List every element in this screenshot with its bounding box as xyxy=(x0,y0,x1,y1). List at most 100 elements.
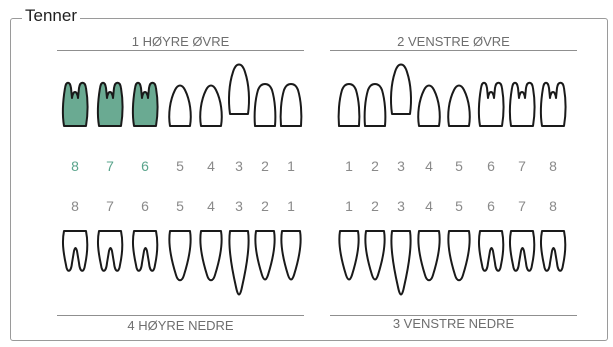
tooth-25[interactable] xyxy=(446,78,474,154)
tooth-number: 1 xyxy=(281,158,301,174)
tooth-number: 4 xyxy=(201,158,221,174)
upper-left-label: 2 VENSTRE ØVRE xyxy=(330,34,577,50)
tooth-24-shape xyxy=(418,86,440,127)
tooth-33-shape xyxy=(391,231,410,295)
tooth-27[interactable] xyxy=(509,78,537,154)
tooth-11-shape xyxy=(281,84,302,126)
tooth-number: 5 xyxy=(449,198,469,214)
tooth-46[interactable] xyxy=(132,225,160,301)
tooth-41[interactable] xyxy=(278,225,306,301)
tooth-17[interactable] xyxy=(97,78,125,154)
tooth-38[interactable] xyxy=(540,225,568,301)
tooth-45-shape xyxy=(169,231,190,280)
tooth-44[interactable] xyxy=(198,225,226,301)
tooth-23-shape xyxy=(391,65,411,115)
tooth-14[interactable] xyxy=(198,78,226,154)
tooth-number: 6 xyxy=(135,198,155,214)
tooth-number: 3 xyxy=(391,158,411,174)
tooth-number: 5 xyxy=(449,158,469,174)
tooth-number: 7 xyxy=(100,198,120,214)
tooth-number: 8 xyxy=(543,198,563,214)
tooth-48[interactable] xyxy=(62,225,90,301)
tooth-41-shape xyxy=(281,231,300,280)
tooth-23[interactable] xyxy=(388,64,416,140)
tooth-13-shape xyxy=(229,65,249,115)
tooth-number: 3 xyxy=(229,198,249,214)
tooth-number: 4 xyxy=(419,158,439,174)
tooth-43-shape xyxy=(229,231,248,295)
tooth-number: 7 xyxy=(512,158,532,174)
tooth-28[interactable] xyxy=(540,78,568,154)
tooth-12-shape xyxy=(255,84,276,126)
tooth-47-shape xyxy=(98,231,122,271)
tooth-25-shape xyxy=(448,86,470,127)
tooth-26-shape xyxy=(479,83,504,126)
tooth-32-shape xyxy=(365,231,384,280)
tooth-24[interactable] xyxy=(416,78,444,154)
tooth-number: 8 xyxy=(65,198,85,214)
tooth-45[interactable] xyxy=(167,225,195,301)
tooth-number: 5 xyxy=(170,158,190,174)
tooth-number: 8 xyxy=(65,158,85,174)
tooth-27-shape xyxy=(510,83,535,126)
tooth-36-shape xyxy=(479,231,503,271)
tooth-number: 3 xyxy=(391,198,411,214)
tooth-22-shape xyxy=(365,84,386,126)
tooth-number: 7 xyxy=(100,158,120,174)
tooth-36[interactable] xyxy=(478,225,506,301)
lower-right-label: 4 HØYRE NEDRE xyxy=(57,318,304,334)
tooth-37[interactable] xyxy=(509,225,537,301)
tooth-number: 5 xyxy=(170,198,190,214)
tooth-31-shape xyxy=(339,231,358,280)
lower-left-label: 3 VENSTRE NEDRE xyxy=(330,316,577,332)
tooth-16-shape xyxy=(133,83,158,126)
tooth-number: 4 xyxy=(419,198,439,214)
tooth-42[interactable] xyxy=(252,225,280,301)
tooth-22[interactable] xyxy=(362,78,390,154)
tooth-34[interactable] xyxy=(416,225,444,301)
tooth-32[interactable] xyxy=(362,225,390,301)
tooth-number: 8 xyxy=(543,158,563,174)
tooth-number: 6 xyxy=(481,158,501,174)
upper-left-rule xyxy=(330,50,577,51)
tooth-17-shape xyxy=(98,83,123,126)
tooth-33[interactable] xyxy=(388,225,416,301)
tooth-18-shape xyxy=(63,83,88,126)
tooth-15-shape xyxy=(169,86,191,127)
tooth-31[interactable] xyxy=(336,225,364,301)
tooth-26[interactable] xyxy=(478,78,506,154)
tooth-15[interactable] xyxy=(167,78,195,154)
tooth-16[interactable] xyxy=(132,78,160,154)
tooth-46-shape xyxy=(133,231,157,271)
tooth-44-shape xyxy=(200,231,221,280)
tooth-number: 2 xyxy=(255,198,275,214)
tooth-35[interactable] xyxy=(446,225,474,301)
tooth-11[interactable] xyxy=(278,78,306,154)
tooth-12[interactable] xyxy=(252,78,280,154)
upper-right-rule xyxy=(57,50,304,51)
tooth-43[interactable] xyxy=(226,225,254,301)
lower-right-rule xyxy=(57,315,304,316)
tooth-21-shape xyxy=(339,84,360,126)
tooth-21[interactable] xyxy=(336,78,364,154)
tooth-number: 3 xyxy=(229,158,249,174)
tooth-47[interactable] xyxy=(97,225,125,301)
tooth-number: 2 xyxy=(365,198,385,214)
tooth-28-shape xyxy=(541,83,566,126)
tooth-number: 1 xyxy=(281,198,301,214)
tooth-number: 2 xyxy=(365,158,385,174)
tooth-35-shape xyxy=(448,231,469,280)
tooth-14-shape xyxy=(200,86,222,127)
tooth-number: 4 xyxy=(201,198,221,214)
tooth-42-shape xyxy=(255,231,274,280)
tooth-number: 1 xyxy=(339,198,359,214)
groupbox-title: Tenner xyxy=(22,6,80,26)
tooth-13[interactable] xyxy=(226,64,254,140)
tooth-18[interactable] xyxy=(62,78,90,154)
tooth-number: 6 xyxy=(481,198,501,214)
tooth-38-shape xyxy=(541,231,565,271)
tooth-number: 2 xyxy=(255,158,275,174)
tooth-number: 7 xyxy=(512,198,532,214)
tooth-37-shape xyxy=(510,231,534,271)
tooth-number: 1 xyxy=(339,158,359,174)
